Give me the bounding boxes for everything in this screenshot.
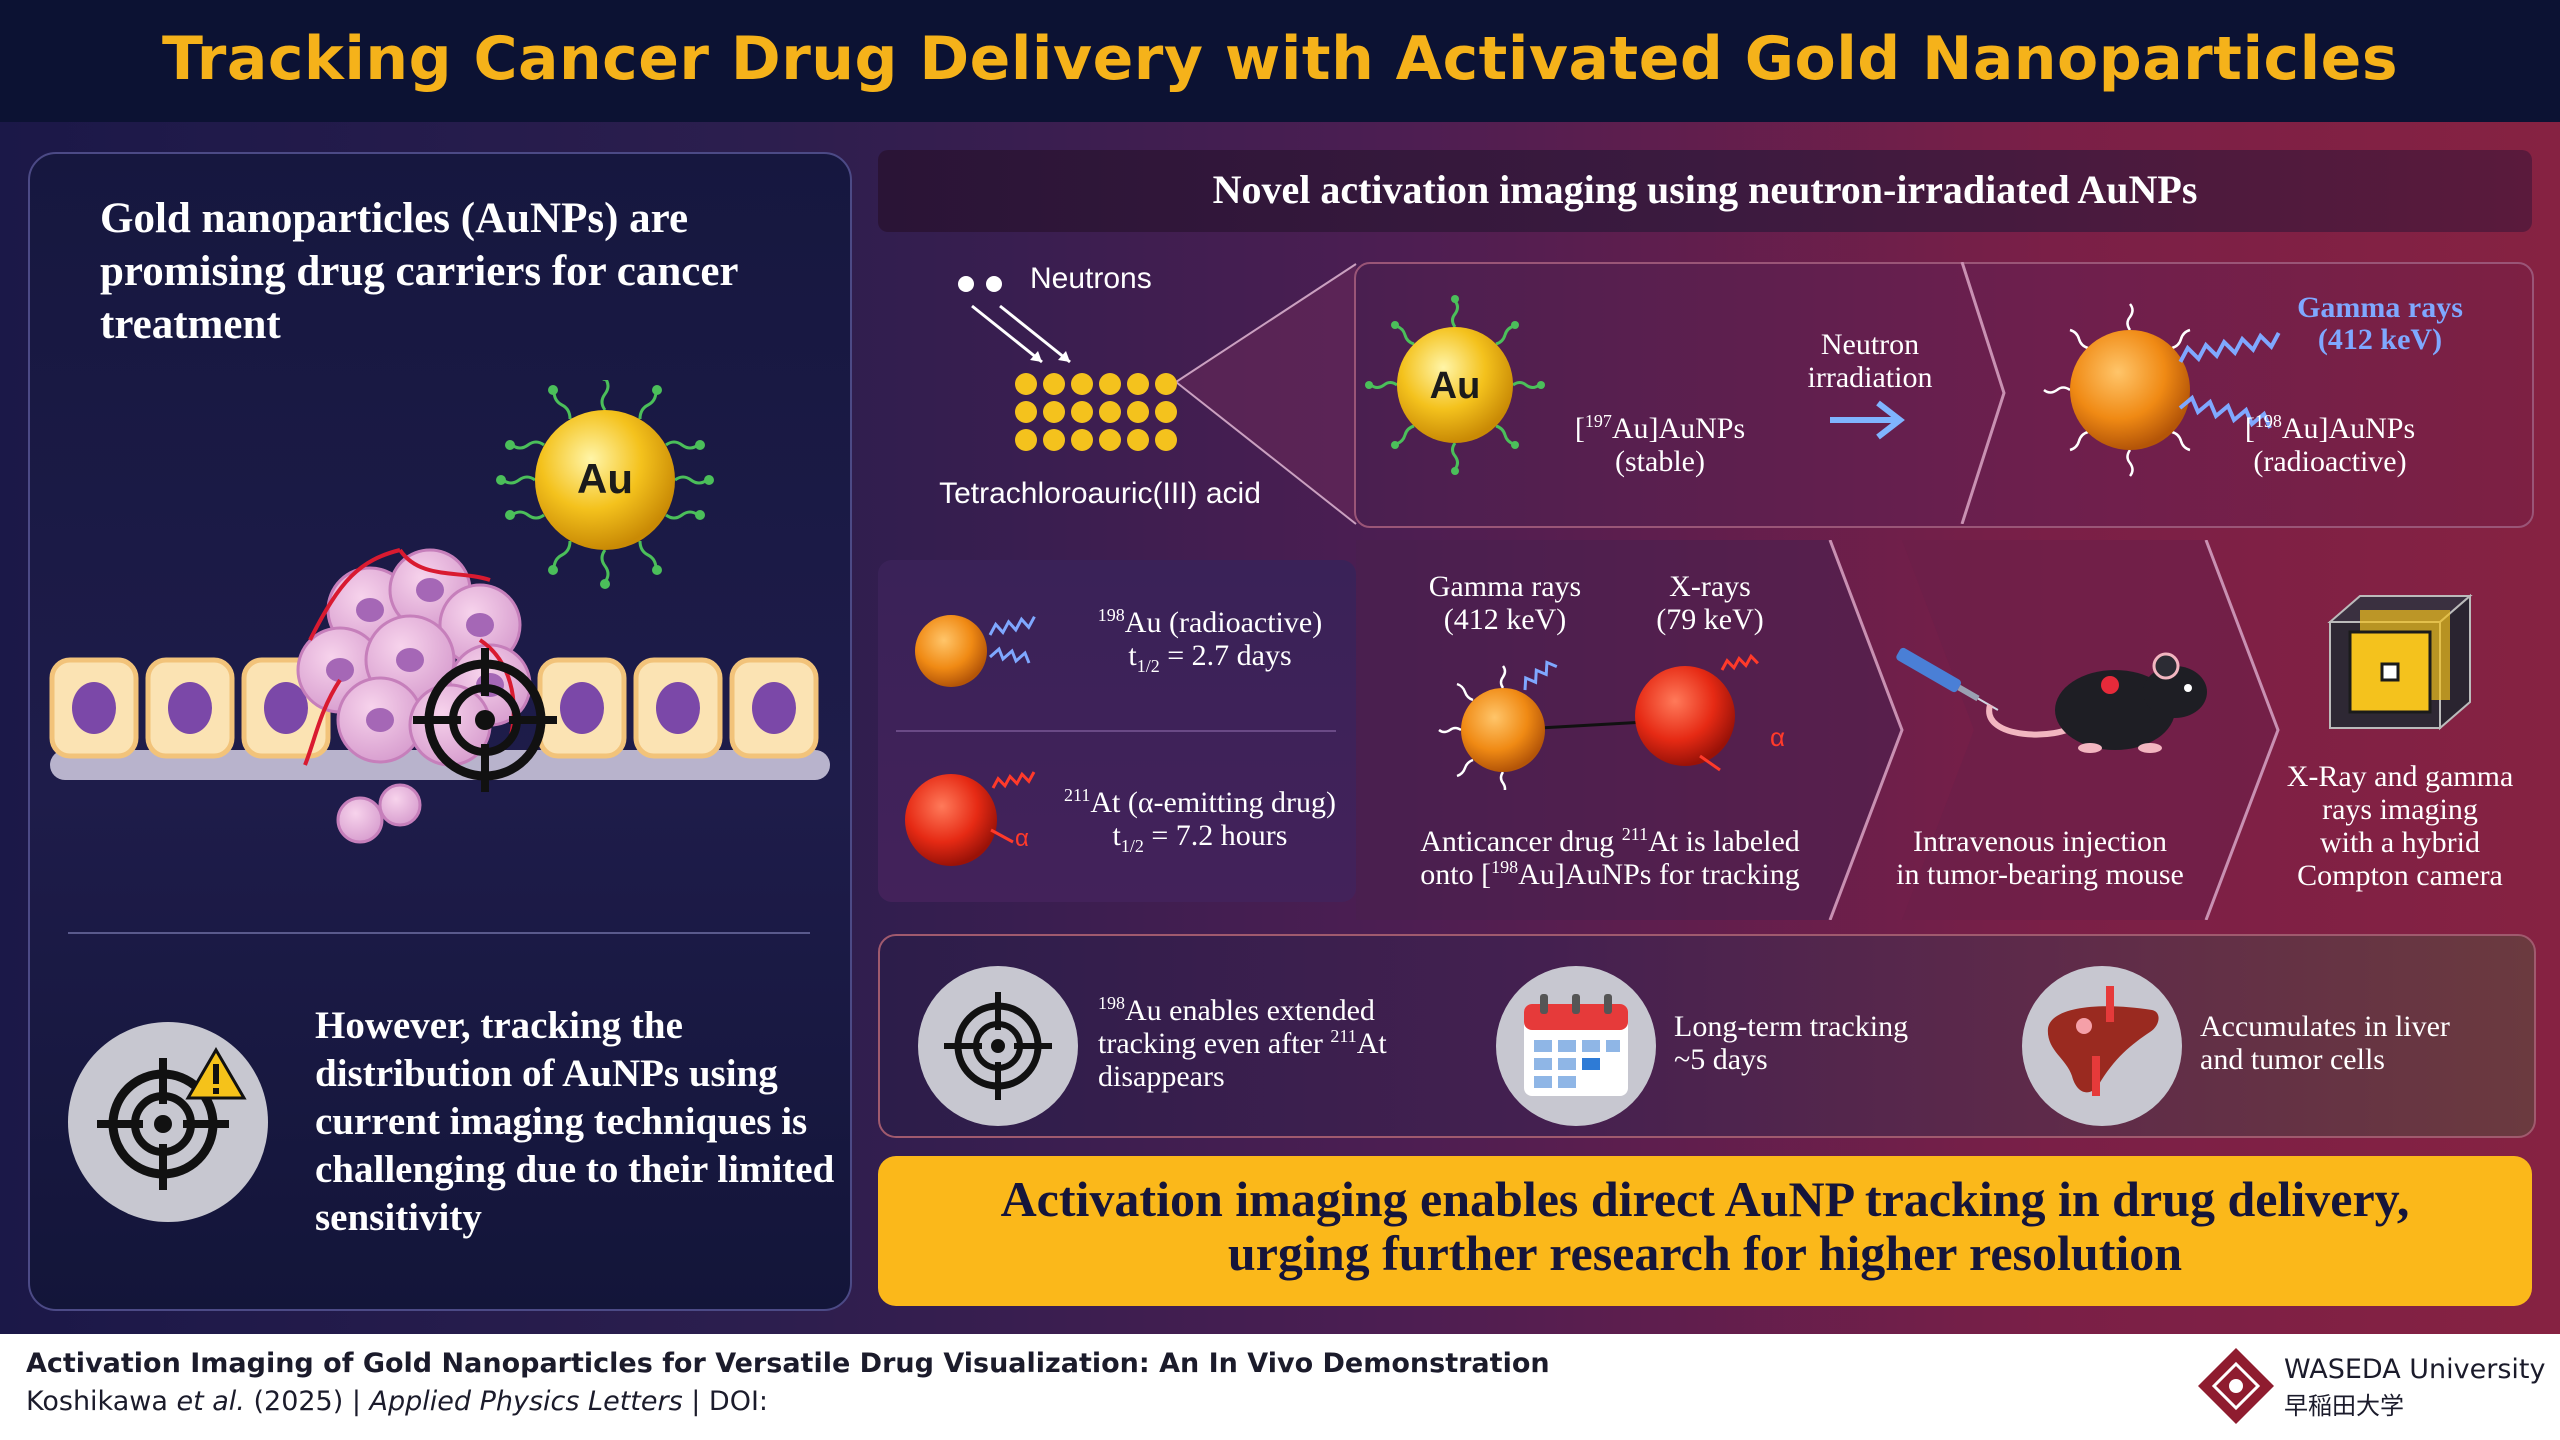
citation: Koshikawa et al. (2025) | Applied Physic… bbox=[26, 1386, 769, 1417]
gold-nanoparticle bbox=[496, 380, 714, 589]
title-bar bbox=[0, 0, 2560, 122]
right-arrow-icon bbox=[1830, 400, 1905, 440]
activation-header-bar bbox=[878, 150, 2532, 232]
left-intro-text: Gold nanoparticles (AuNPs) are promising… bbox=[100, 195, 738, 348]
tumor-cluster bbox=[296, 548, 532, 844]
university-name-jp: 早稲田大学 bbox=[2284, 1392, 2404, 1420]
liver-icon bbox=[2022, 966, 2182, 1126]
normal-cells bbox=[49, 657, 819, 759]
gamma-rays-label: Gamma rays(412 keV) bbox=[2297, 291, 2463, 356]
activation-process-box bbox=[1354, 262, 2534, 528]
university-name: WASEDA University bbox=[2284, 1354, 2546, 1385]
radioactive-au-particle bbox=[2043, 303, 2281, 477]
stable-au-label: Au bbox=[1429, 365, 1481, 407]
left-divider bbox=[68, 932, 810, 934]
au198-halflife-label: 198Au (radioactive)t1/2 = 2.7 days bbox=[1097, 605, 1323, 676]
waseda-logo-icon bbox=[2198, 1348, 2274, 1424]
au-particle-label: Au bbox=[577, 455, 633, 502]
half-life-divider bbox=[896, 730, 1336, 732]
at211-halflife-label: 211At (α-emitting drug)t1/2 = 7.2 hours bbox=[1063, 785, 1336, 856]
stable-au-particle bbox=[1365, 295, 1545, 475]
labeled-drug-particles bbox=[1438, 653, 1759, 790]
process-gamma-label: Gamma rays(412 keV) bbox=[1428, 570, 1582, 636]
neutron-target-illustration bbox=[958, 276, 1177, 451]
activation-header: Novel activation imaging using neutron-i… bbox=[1212, 167, 2198, 212]
calendar-icon bbox=[1496, 966, 1656, 1126]
tracking-target-icon bbox=[918, 966, 1078, 1126]
at211-particle-icon bbox=[905, 771, 1036, 866]
conclusion-text: Activation imaging enables direct AuNP t… bbox=[1000, 1171, 2410, 1281]
finding-long-term: Long-term tracking~5 days bbox=[1674, 1010, 1909, 1076]
left-challenge-text: However, tracking the distribution of Au… bbox=[315, 1004, 835, 1239]
acid-label: Tetrachloroauric(III) acid bbox=[939, 477, 1261, 510]
conclusion-box bbox=[878, 1156, 2532, 1306]
stable-aunp-label: [197Au]AuNPs(stable) bbox=[1574, 411, 1746, 478]
page-title: Tracking Cancer Drug Delivery with Activ… bbox=[161, 24, 2399, 94]
mouse-illustration bbox=[1896, 647, 2207, 753]
zoom-funnel bbox=[1175, 263, 1357, 525]
target-crosshair-icon bbox=[413, 648, 557, 792]
au198-particle-icon bbox=[915, 615, 1036, 687]
process-xray-label: X-rays(79 keV) bbox=[1656, 570, 1764, 636]
tumor-illustration bbox=[49, 380, 830, 844]
alpha-symbol-small: α bbox=[1015, 825, 1029, 852]
footer bbox=[0, 1334, 2560, 1440]
warning-target-icon bbox=[68, 1022, 268, 1222]
alpha-symbol: α bbox=[1770, 722, 1786, 752]
compton-camera-icon bbox=[2327, 593, 2473, 731]
radioactive-aunp-label: [198Au]AuNPs(radioactive) bbox=[2244, 411, 2416, 478]
chevron-divider bbox=[1960, 262, 2006, 524]
findings-box bbox=[878, 934, 2536, 1138]
paper-title: Activation Imaging of Gold Nanoparticles… bbox=[26, 1348, 1550, 1379]
neutrons-label: Neutrons bbox=[1030, 262, 1152, 295]
